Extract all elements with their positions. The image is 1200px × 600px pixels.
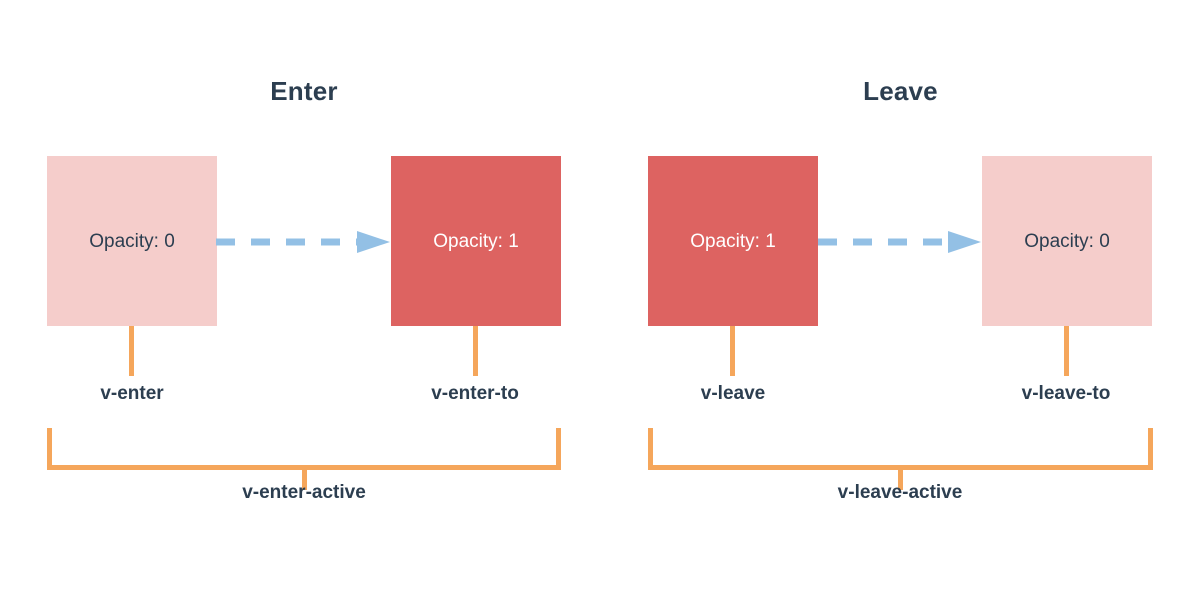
enter-dashed-arrow-right-icon: [216, 231, 391, 253]
leave-active-bracket: [648, 428, 1153, 490]
enter-start-box: Opacity: 0: [47, 156, 217, 326]
enter-active-class-label: v-enter-active: [242, 482, 366, 503]
leave-start-box-value: Opacity: 1: [690, 230, 776, 252]
leave-transition-group: Leave Opacity: 1 Opacity: 0 v-leave v-le…: [601, 0, 1200, 600]
enter-bracket-left-tick: [47, 428, 52, 470]
leave-dashed-arrow-right-icon: [818, 231, 982, 253]
leave-end-box-value: Opacity: 0: [1024, 230, 1110, 252]
enter-start-stem: [129, 326, 134, 376]
enter-end-class-label: v-enter-to: [431, 383, 519, 404]
enter-end-box-value: Opacity: 1: [433, 230, 519, 252]
enter-active-bracket: [47, 428, 561, 490]
enter-end-box: Opacity: 1: [391, 156, 561, 326]
enter-group-title: Enter: [270, 76, 338, 106]
leave-bracket-left-tick: [648, 428, 653, 470]
enter-end-stem: [473, 326, 478, 376]
leave-start-class-label: v-leave: [700, 383, 766, 404]
enter-bracket-center-stem: [301, 465, 307, 490]
leave-end-box: Opacity: 0: [982, 156, 1152, 326]
enter-start-box-value: Opacity: 0: [89, 230, 175, 252]
enter-bracket-right-tick: [556, 428, 561, 470]
leave-start-stem: [730, 326, 735, 376]
leave-bracket-center-stem: [898, 465, 903, 490]
leave-end-stem: [1064, 326, 1069, 376]
leave-active-class-label: v-leave-active: [837, 482, 963, 503]
enter-transition-group: Enter Opacity: 0 Opacity: 1 v-enter v-en…: [47, 76, 561, 503]
leave-bracket-right-tick: [1148, 428, 1153, 470]
leave-group-title: Leave: [863, 76, 938, 106]
leave-start-box: Opacity: 1: [648, 156, 818, 326]
leave-end-class-label: v-leave-to: [1021, 383, 1111, 404]
enter-start-class-label: v-enter: [100, 383, 164, 404]
